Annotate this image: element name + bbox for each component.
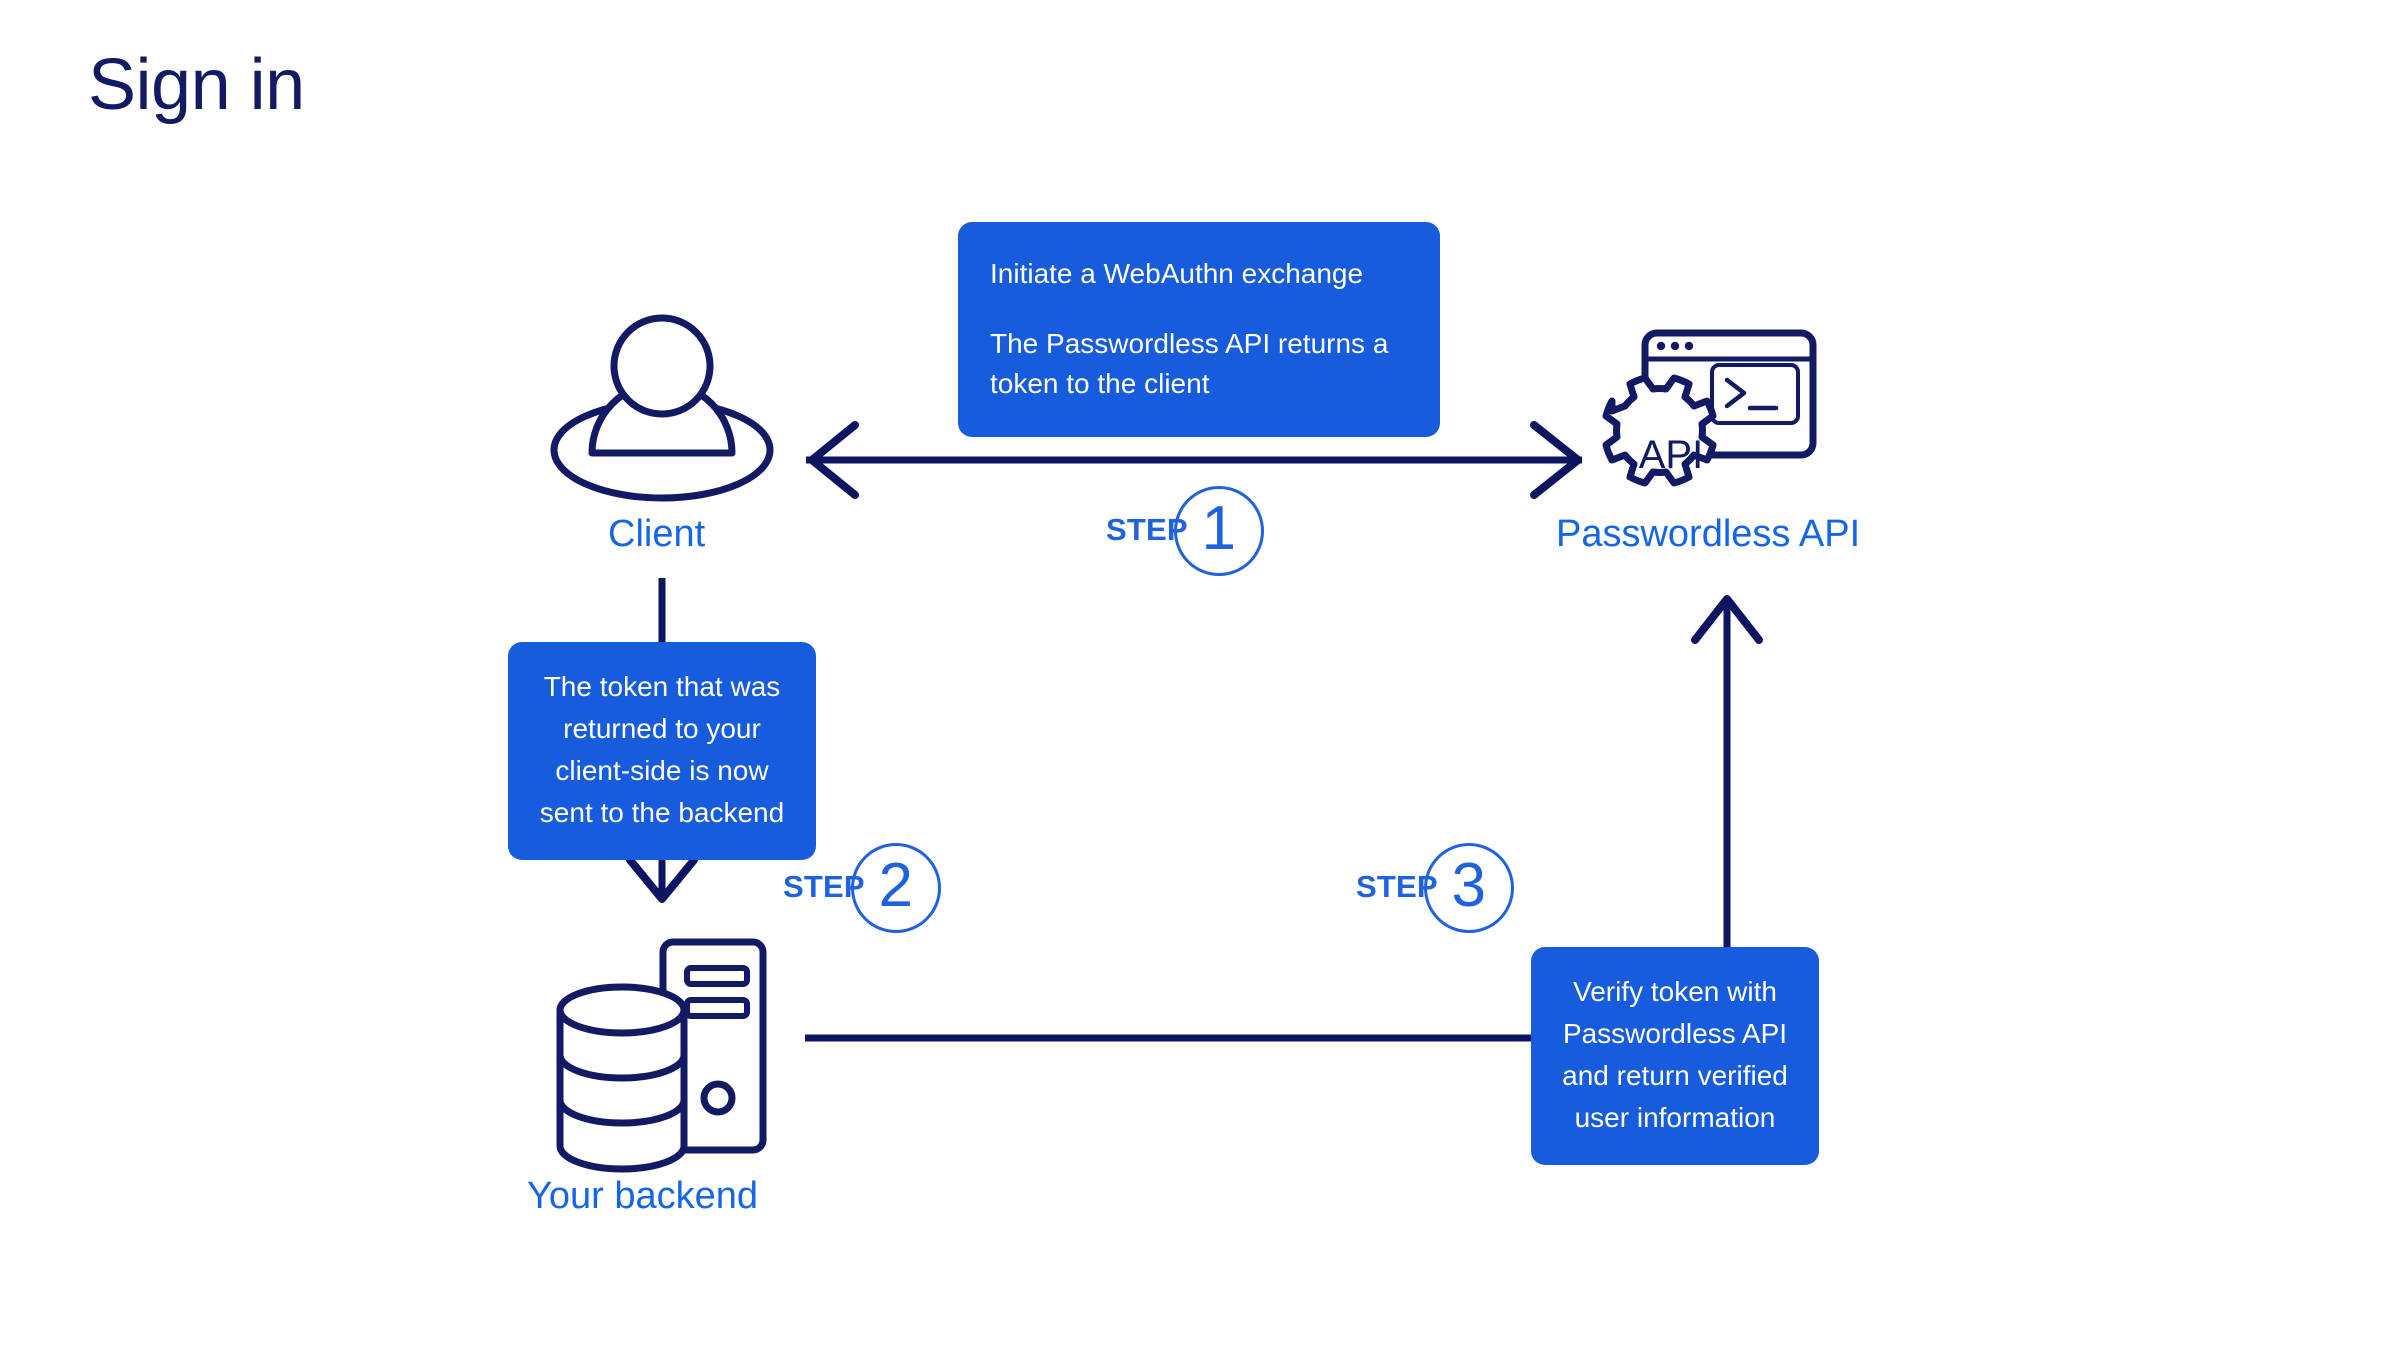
node-label-backend: Your backend <box>527 1175 759 1217</box>
step-badge-2: STEP 2 <box>783 840 941 936</box>
page-title: Sign in <box>88 45 305 125</box>
callout-verify: Verify token with Passwordless API and r… <box>1531 947 1819 1165</box>
step-badge-3: STEP 3 <box>1356 840 1514 936</box>
callout-token: The token that was returned to your clie… <box>508 642 816 860</box>
step-3-number: 3 <box>1451 851 1487 920</box>
node-label-passwordless-api: Passwordless API <box>1556 513 1861 555</box>
step-2-number: 2 <box>878 851 914 920</box>
api-gear-label: API <box>1639 433 1703 477</box>
server-slot-icon <box>684 965 750 987</box>
step-1-number: 1 <box>1201 494 1237 563</box>
connector-client-to-api <box>806 421 1582 499</box>
callout-webauthn: Initiate a WebAuthn exchange The Passwor… <box>958 222 1440 438</box>
step-badge-1: STEP 1 <box>1106 483 1264 579</box>
connector-verify-to-api <box>1691 595 1763 1000</box>
step-3-ring: 3 <box>1423 843 1514 933</box>
api-terminal-gear-icon: API <box>1602 329 1817 487</box>
server-database-icon <box>556 938 767 1173</box>
callout-webauthn-line1: Initiate a WebAuthn exchange <box>990 258 1364 289</box>
user-avatar-icon <box>550 314 774 502</box>
step-3-word: STEP <box>1356 869 1438 904</box>
callout-token-text: The token that was returned to your clie… <box>539 671 785 828</box>
terminal-prompt-icon <box>1724 377 1747 409</box>
step-1-word: STEP <box>1106 512 1188 547</box>
node-label-client: Client <box>608 513 706 555</box>
callout-webauthn-line2: The Passwordless API returns a token to … <box>990 327 1389 399</box>
step-2-ring: 2 <box>850 843 941 933</box>
server-power-icon <box>700 1080 736 1116</box>
window-dot-icon <box>1684 341 1694 351</box>
step-1-ring: 1 <box>1173 486 1264 576</box>
step-2-word: STEP <box>783 869 865 904</box>
window-dot-icon <box>1670 341 1680 351</box>
callout-verify-text: Verify token with Passwordless API and r… <box>1562 976 1788 1133</box>
window-dot-icon <box>1656 341 1666 351</box>
server-slot-icon <box>684 997 750 1019</box>
